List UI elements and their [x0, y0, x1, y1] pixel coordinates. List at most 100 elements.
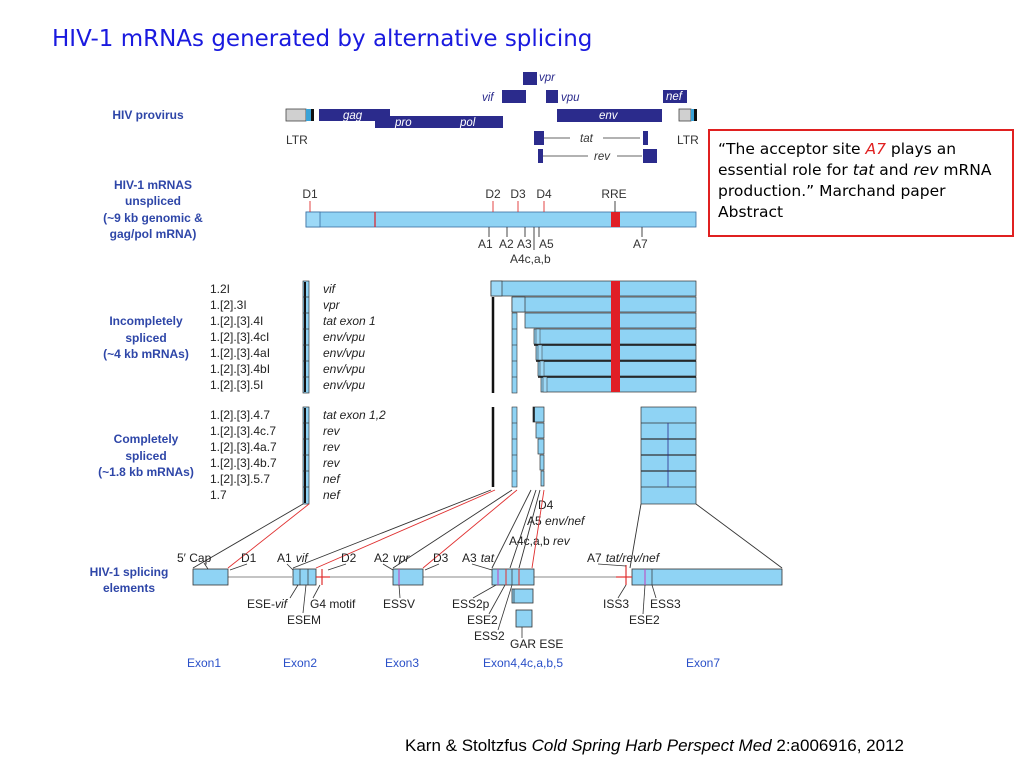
- quote-text-4: mRNA production.” Marchand paper Abstrac…: [718, 161, 992, 221]
- exon-label-4: Exon4,4c,a,b,5: [483, 656, 563, 670]
- incomplete-gene-3: tat exon 1: [323, 314, 376, 328]
- exon-label-2: Exon2: [283, 656, 317, 670]
- connector-exon7-left: [629, 503, 642, 569]
- connector-exon7-right: [695, 503, 783, 569]
- connector-exon1-right: [227, 503, 310, 569]
- section-labels: HIV provirus HIV-1 mRNAS unspliced (~9 k…: [98, 108, 203, 479]
- quote-tat: tat: [852, 161, 875, 179]
- connector-exon3-left: [392, 489, 513, 569]
- complete-id-labels: 1.[2].[3].4.7 1.[2].[3].4c.7 1.[2].[3].4…: [210, 408, 277, 502]
- rre-column: [611, 281, 620, 392]
- section-incomplete-1: Incompletely: [109, 314, 183, 328]
- pro-label: pro: [394, 117, 412, 129]
- incomplete-id-2: 1.[2].3I: [210, 298, 247, 312]
- incomplete-row-2: [511, 296, 697, 313]
- tick: [289, 584, 299, 599]
- label-d3: D3: [433, 551, 449, 565]
- label-g4: G4 motif: [310, 597, 356, 611]
- quote-text-2: plays an essential role for: [718, 140, 957, 179]
- incomplete-id-labels: 1.2I 1.[2].3I 1.[2].[3].4I 1.[2].[3].4cI…: [210, 282, 270, 392]
- tat-label: tat: [580, 133, 594, 145]
- section-incomplete-3: (~4 kb mRNAs): [103, 347, 189, 361]
- exon4-callouts: D4 A5 env/nef A4c,a,b rev: [509, 498, 586, 548]
- tick: [597, 563, 627, 567]
- acceptor-a7: A7: [633, 237, 648, 251]
- acceptor-a1: A1: [478, 237, 493, 251]
- connector-exon3-right: [422, 489, 518, 569]
- tick: [488, 584, 506, 615]
- complete-exon5: [540, 470, 545, 487]
- tat-exon1-box: [534, 131, 544, 145]
- tick: [651, 584, 657, 599]
- complete-id-3: 1.[2].[3].4a.7: [210, 440, 277, 454]
- complete-exon4-4: [539, 454, 545, 471]
- label-ese2-exon7: ESE2: [629, 613, 660, 627]
- complete-exon4-1: [532, 406, 545, 423]
- complete-gene-2: rev: [323, 424, 341, 438]
- incomplete-gene-4: env/vpu: [323, 330, 365, 344]
- incomplete-id-5: 1.[2].[3].4aI: [210, 346, 270, 360]
- section-unspliced-2: unspliced: [125, 194, 181, 208]
- donor-d2: D2: [485, 187, 501, 201]
- element-exon4-sub2: [515, 609, 533, 628]
- exon-label-7: Exon7: [686, 656, 720, 670]
- complete-exon4-3: [537, 438, 545, 455]
- label-ese-vif: ESE-vif: [247, 597, 289, 611]
- incomplete-row-1-exon2: [490, 280, 503, 297]
- donor-d1: D1: [302, 187, 318, 201]
- pol-box: [433, 116, 503, 128]
- acceptor-a3: A3: [517, 237, 532, 251]
- gag-label: gag: [343, 110, 363, 122]
- ltr-left-u5: [306, 109, 311, 121]
- splicing-elements-row: [192, 565, 783, 628]
- vpu-label: vpu: [561, 92, 580, 104]
- callout-d4: D4: [538, 498, 554, 512]
- acceptor-a2: A2: [499, 237, 514, 251]
- incomplete-transcripts: [302, 280, 697, 394]
- label-esem: ESEM: [287, 613, 321, 627]
- ltr-left-end: [311, 109, 314, 121]
- tick: [312, 584, 321, 599]
- element-exon1: [192, 568, 229, 586]
- element-exon2: [292, 568, 317, 586]
- exon4-mark: [542, 376, 548, 393]
- element-exon4-sub1: [511, 588, 534, 604]
- donor-d4: D4: [536, 187, 552, 201]
- connector-exon4-right: [531, 489, 545, 569]
- label-ess3: ESS3: [650, 597, 681, 611]
- complete-transcripts: [302, 406, 697, 505]
- section-complete-2: spliced: [125, 449, 166, 463]
- tick: [497, 584, 513, 631]
- donor-labels: D1 D2 D3 D4 RRE: [302, 187, 626, 201]
- donor-rre: RRE: [601, 187, 626, 201]
- label-ess2p: ESS2p: [452, 597, 490, 611]
- complete-id-6: 1.7: [210, 488, 227, 502]
- tick: [327, 563, 347, 571]
- label-essv: ESSV: [383, 597, 415, 611]
- rre-mark: [611, 212, 620, 227]
- ltr-right-box: [678, 108, 692, 122]
- connector-exon1-left: [192, 503, 304, 569]
- complete-exon3-stack: [511, 406, 518, 488]
- connector-exon2-right: [315, 489, 496, 569]
- complete-id-5: 1.[2].[3].5.7: [210, 472, 270, 486]
- genome-bar: [305, 211, 697, 228]
- section-complete-1: Completely: [114, 432, 179, 446]
- tick: [203, 562, 209, 570]
- exon-labels: Exon1 Exon2 Exon3 Exon4,4c,a,b,5 Exon7: [187, 656, 720, 670]
- label-iss3: ISS3: [603, 597, 629, 611]
- acceptor-a5: A5: [539, 237, 554, 251]
- nef-label: nef: [666, 91, 684, 103]
- section-elements-1: HIV-1 splicing: [90, 565, 169, 579]
- quote-rev: rev: [913, 161, 939, 179]
- element-exon4: [491, 568, 535, 586]
- incomplete-row-2-exon3: [511, 296, 526, 313]
- pol-label: pol: [459, 117, 476, 129]
- ltr-left-box: [285, 108, 307, 122]
- tick: [398, 584, 401, 599]
- tick: [617, 584, 627, 599]
- incomplete-gene-7: env/vpu: [323, 378, 365, 392]
